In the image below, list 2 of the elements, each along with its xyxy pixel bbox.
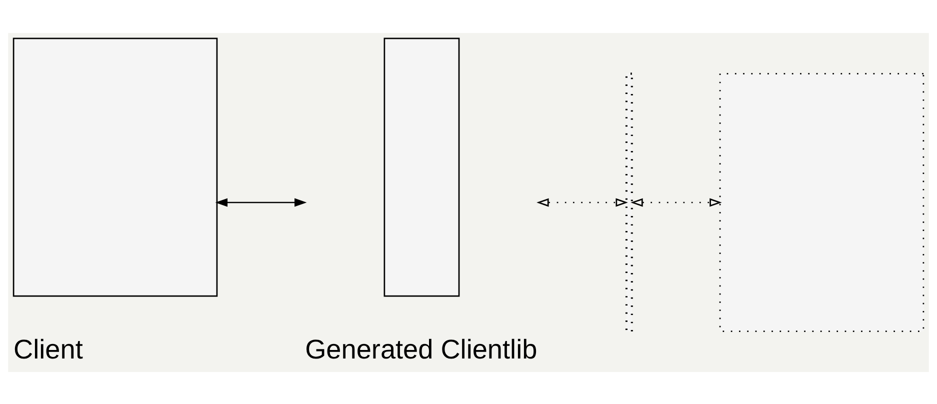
node-label: Generated Clientlib	[305, 332, 538, 364]
node-label: Client	[14, 332, 83, 364]
